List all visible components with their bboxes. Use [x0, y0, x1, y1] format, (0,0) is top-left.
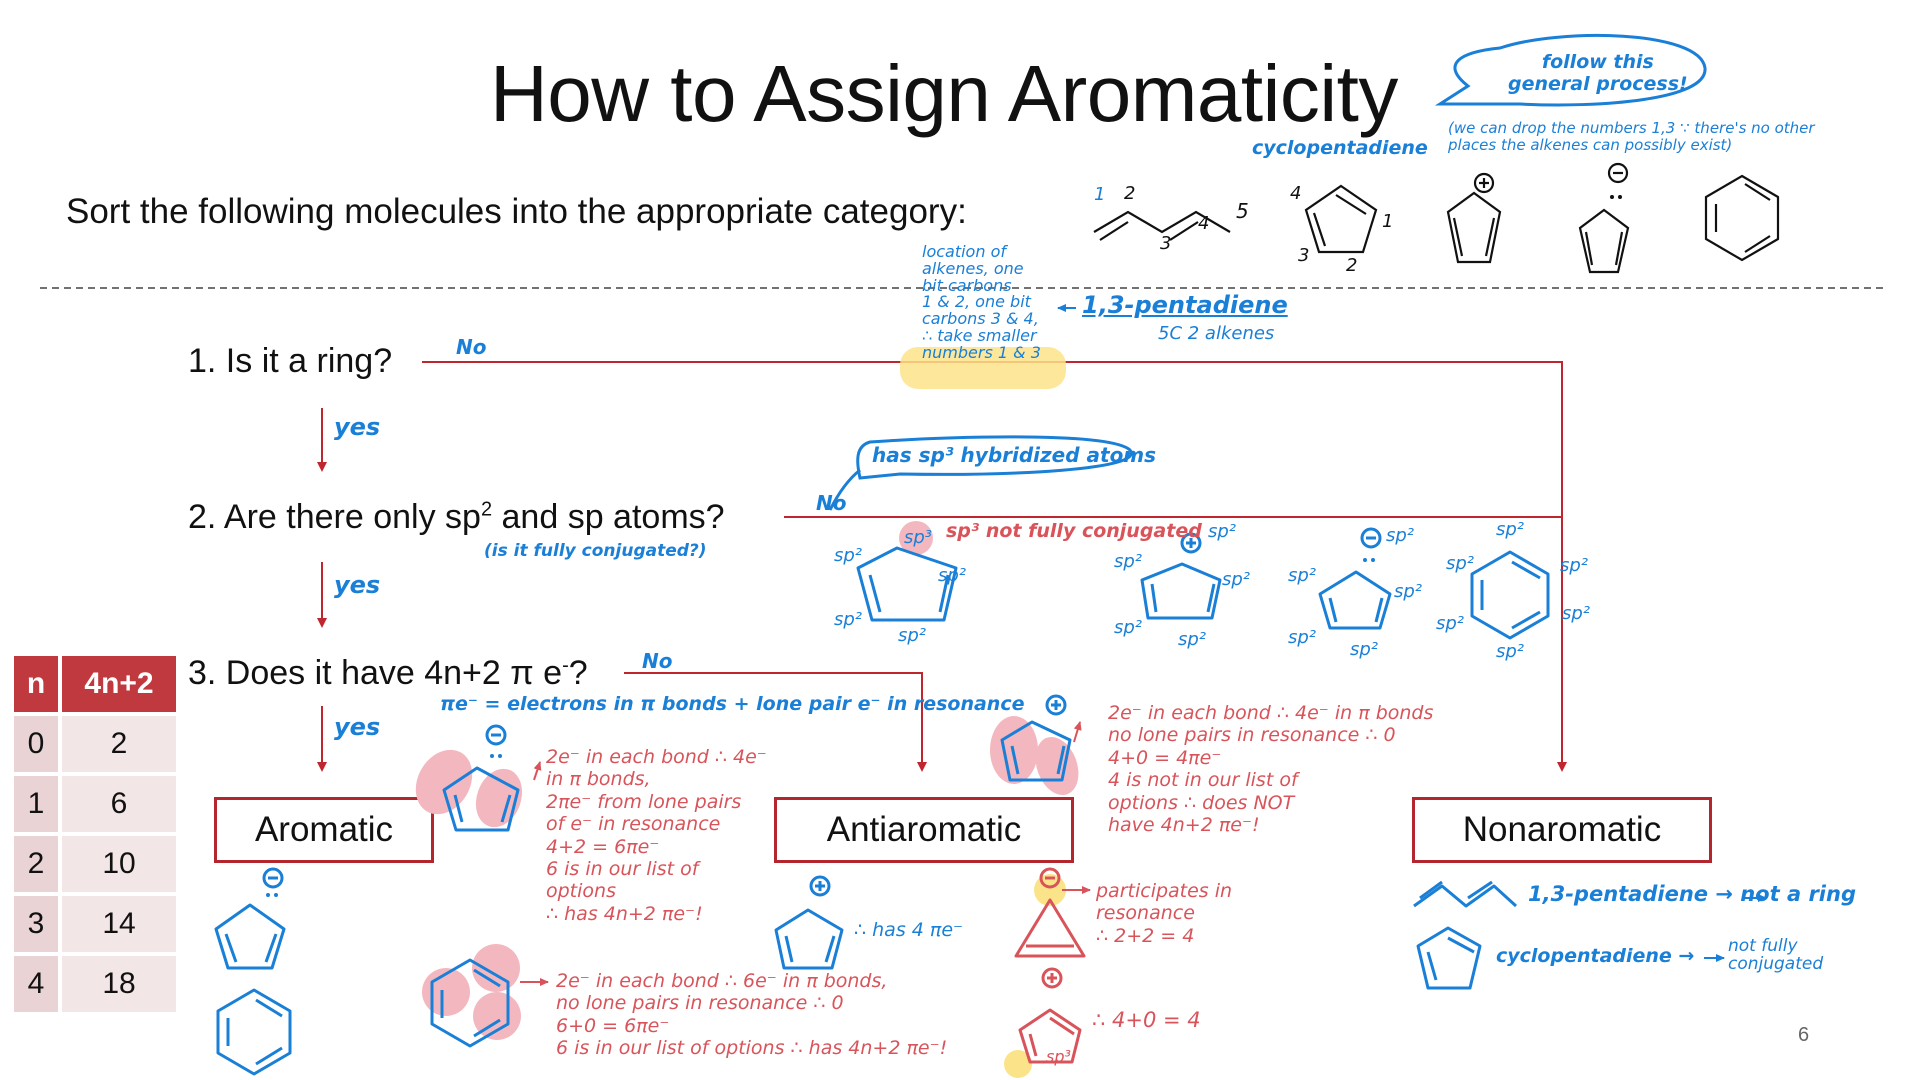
num-3b: 3	[1298, 245, 1310, 266]
sp2-label: sp²	[1394, 581, 1423, 602]
note-pentadiene-name: 1,3-pentadiene	[1082, 291, 1288, 319]
note-pentadiene-not-ring: 1,3-pentadiene → not a ring	[1528, 882, 1856, 906]
sp2-label: sp²	[834, 609, 863, 630]
sp2-label: sp²	[1208, 521, 1237, 542]
nonaromatic-box: Nonaromatic	[1412, 797, 1712, 863]
note-pi-electron-definition: πe⁻ = electrons in π bonds + lone pair e…	[440, 693, 1025, 715]
num-1a: 1	[1094, 184, 1106, 205]
table-header-4n2: 4n+2	[60, 656, 176, 714]
num-1b: 1	[1382, 211, 1394, 232]
label-yes-2: yes	[334, 571, 381, 599]
num-5a: 5	[1236, 199, 1249, 223]
note-participates-resonance: participates in resonance ∴ 2+2 = 4	[1096, 880, 1233, 947]
sp2-label: sp²	[1288, 565, 1317, 586]
sp2-label: sp²	[1560, 555, 1589, 576]
question-2: 2. Are there only sp2 and sp atoms?	[188, 498, 725, 536]
sp2-label: sp²	[1562, 603, 1591, 624]
page-title: How to Assign Aromaticity	[490, 49, 1398, 138]
note-we-can-drop: (we can drop the numbers 1,3 ∵ there's n…	[1448, 119, 1815, 155]
label-yes-1: yes	[334, 413, 381, 441]
label-no-1: No	[456, 335, 487, 359]
sp2-label: sp²	[1436, 613, 1465, 634]
note-fully-conjugated: (is it fully conjugated?)	[484, 541, 707, 561]
sp2-label: sp²	[834, 545, 863, 566]
label-no-2: No	[816, 491, 847, 515]
sp3-label-pyrrole: sp³	[1046, 1047, 1071, 1066]
note-sp3-not-conjugated: sp³ not fully conjugated	[946, 520, 1202, 542]
num-2a: 2	[1124, 183, 1136, 204]
annotation-bubbles	[828, 34, 1707, 511]
sp2-label: sp²	[1386, 525, 1415, 546]
instruction-text: Sort the following molecules into the ap…	[66, 192, 967, 231]
note-aromatic-anion: 2e⁻ in each bond ∴ 4e⁻ in π bonds, 2πe⁻ …	[546, 746, 767, 925]
aromatic-box: Aromatic	[214, 797, 434, 863]
sp2-label: sp²	[1178, 629, 1207, 650]
sp2-label: sp²	[1288, 627, 1317, 648]
label-no-3: No	[642, 649, 673, 673]
molecule-red-drawings	[1014, 867, 1086, 1064]
sp2-label: sp²	[1446, 553, 1475, 574]
sp2-label: sp²	[1114, 617, 1143, 638]
page-number: 6	[1798, 1024, 1810, 1046]
note-has-sp3: has sp³ hybridized atoms	[872, 443, 1157, 467]
note-benzene: 2e⁻ in each bond ∴ 6e⁻ in π bonds, no lo…	[556, 970, 948, 1060]
flow-lines	[317, 361, 1567, 772]
question-1: 1. Is it a ring?	[188, 342, 393, 380]
question-3: 3. Does it have 4n+2 π e-?	[188, 654, 588, 692]
molecule-blue-drawings	[214, 527, 1550, 1076]
num-4a: 4	[1198, 213, 1210, 234]
label-yes-3: yes	[334, 713, 381, 741]
sp2-label: sp²	[1114, 551, 1143, 572]
note-four-plus-zero: ∴ 4+0 = 4	[1092, 1008, 1201, 1032]
note-location-alkenes: location of alkenes, one bit carbons 1 &…	[922, 242, 1041, 362]
num-4b: 4	[1290, 183, 1302, 204]
sp2-label: sp²	[1496, 519, 1525, 540]
sp3-label: sp³	[904, 527, 933, 548]
sp2-label: sp²	[938, 565, 967, 586]
sp2-label: sp²	[1350, 639, 1379, 660]
num-3a: 3	[1160, 233, 1172, 254]
note-follow-process: follow this general process!	[1508, 51, 1688, 95]
table-header-n: n	[14, 656, 62, 714]
molecule-row-top	[1093, 162, 1780, 274]
sp2-label: sp²	[1222, 569, 1251, 590]
note-not-fully-conjugated: not fully conjugated	[1728, 936, 1824, 974]
num-2b: 2	[1346, 255, 1358, 276]
note-antiaromatic-cation: 2e⁻ in each bond ∴ 4e⁻ in π bonds no lon…	[1108, 702, 1434, 837]
note-pentadiene-sub: 5C 2 alkenes	[1158, 323, 1275, 344]
note-cyclopentadiene: cyclopentadiene	[1252, 137, 1428, 159]
sp2-label: sp²	[1496, 641, 1525, 662]
sp2-label: sp²	[898, 625, 927, 646]
antiaromatic-box: Antiaromatic	[774, 797, 1074, 863]
table-header-row: n 4n+2	[14, 656, 176, 714]
note-cyclopentadiene-not: cyclopentadiene →	[1496, 945, 1695, 967]
note-has-4-pi: ∴ has 4 πe⁻	[854, 919, 964, 941]
